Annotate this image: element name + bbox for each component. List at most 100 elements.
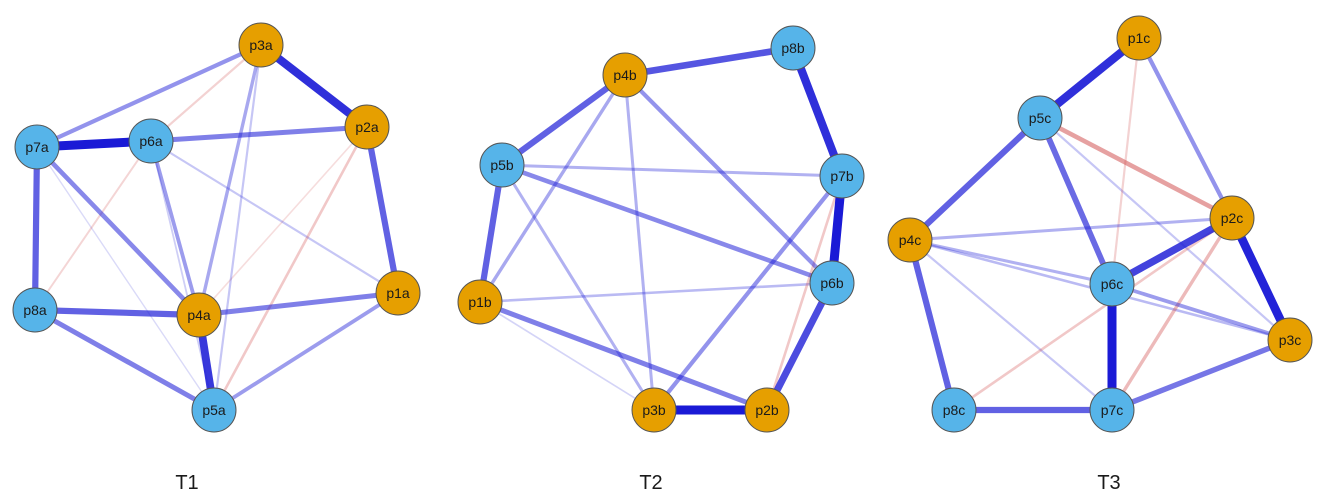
edge-p2a-p1a: [363, 123, 402, 297]
edge-p4b-p3b: [623, 73, 656, 412]
node-circle-p4a: [176, 292, 222, 338]
node-p1c: p1c: [1116, 15, 1162, 61]
node-circle-p7b: [819, 153, 865, 199]
node-p1b: p1b: [457, 279, 503, 325]
node-circle-p5c: [1017, 95, 1063, 141]
node-circle-p8a: [12, 287, 58, 333]
node-circle-p3a: [238, 22, 284, 68]
node-label-p2b: p2b: [755, 402, 779, 418]
node-p8b: p8b: [770, 25, 816, 71]
node-label-p7c: p7c: [1101, 402, 1124, 418]
node-label-p3b: p3b: [642, 402, 666, 418]
node-circle-p1b: [457, 279, 503, 325]
edge-p5c-p2c: [1037, 115, 1235, 221]
edge-p8a-p6a: [34, 140, 152, 311]
node-circle-p8c: [931, 387, 977, 433]
edge-p1b-p2b: [477, 299, 770, 413]
node-label-p8a: p8a: [23, 302, 47, 318]
panel-label-t2: T2: [639, 472, 662, 494]
edge-p4c-p7c: [908, 238, 1114, 412]
edge-p1b-p3b: [479, 301, 655, 411]
node-p3a: p3a: [238, 22, 284, 68]
node-p5b: p5b: [479, 142, 525, 188]
edge-p5c-p3c: [1038, 116, 1292, 342]
node-circle-p4c: [887, 217, 933, 263]
node-label-p6a: p6a: [139, 133, 163, 149]
node-p4c: p4c: [887, 217, 933, 263]
edge-p5a-p1a: [212, 291, 400, 412]
node-p4b: p4b: [602, 52, 648, 98]
node-p8a: p8a: [12, 287, 58, 333]
edge-p4c-p6c: [908, 238, 1114, 286]
edge-p4c-p2c: [908, 216, 1234, 242]
edge-p6a-p2a: [148, 124, 370, 144]
node-label-p7b: p7b: [830, 168, 854, 184]
node-label-p6c: p6c: [1101, 276, 1124, 292]
edge-p3a-p6a: [149, 43, 263, 143]
edge-p5b-p6b: [499, 162, 835, 286]
edge-p2c-p3c: [1227, 213, 1295, 345]
edge-p6c-p3c: [1110, 282, 1292, 342]
edge-p8c-p2c: [952, 216, 1234, 412]
node-label-p7a: p7a: [25, 139, 49, 155]
node-circle-p3b: [631, 387, 677, 433]
edge-p1b-p6b: [478, 281, 834, 304]
edge-p6a-p1a: [149, 139, 400, 295]
node-circle-p2b: [744, 387, 790, 433]
edge-p5c-p6c: [1037, 115, 1115, 287]
node-circle-p7c: [1089, 387, 1135, 433]
panel-label-t3: T3: [1097, 472, 1120, 494]
node-label-p6b: p6b: [820, 275, 844, 291]
node-circle-p2c: [1209, 195, 1255, 241]
node-p2b: p2b: [744, 387, 790, 433]
node-label-p5c: p5c: [1029, 110, 1052, 126]
node-label-p1c: p1c: [1128, 30, 1151, 46]
node-p7a: p7a: [14, 124, 60, 170]
edge-p7a-p8a: [31, 143, 41, 314]
edge-p6b-p2b: [763, 279, 836, 414]
node-label-p1a: p1a: [386, 285, 410, 301]
node-circle-p5b: [479, 142, 525, 188]
node-label-p8c: p8c: [943, 402, 966, 418]
edge-p5b-p1b: [476, 161, 506, 306]
edge-p2a-p5a: [212, 125, 369, 412]
node-p4a: p4a: [176, 292, 222, 338]
node-circle-p6a: [128, 118, 174, 164]
edge-p3a-p4a: [197, 43, 263, 317]
node-label-p2c: p2c: [1221, 210, 1244, 226]
node-p1a: p1a: [375, 270, 421, 316]
node-circle-p6c: [1089, 261, 1135, 307]
edge-p5b-p3b: [500, 163, 656, 412]
edge-p6a-p4a: [149, 139, 201, 317]
edge-p4b-p1b: [478, 73, 627, 304]
node-label-p3c: p3c: [1279, 332, 1302, 348]
node-circle-p8b: [770, 25, 816, 71]
node-p6a: p6a: [128, 118, 174, 164]
node-label-p3a: p3a: [249, 37, 273, 53]
node-p8c: p8c: [931, 387, 977, 433]
node-label-p5b: p5b: [490, 157, 514, 173]
edge-p4b-p5b: [498, 71, 629, 169]
edge-p4a-p2a: [198, 126, 368, 316]
node-label-p8b: p8b: [781, 40, 805, 56]
edge-p3a-p5a: [212, 43, 263, 412]
edge-p1c-p2c: [1136, 35, 1235, 221]
node-p7b: p7b: [819, 153, 865, 199]
edge-p4b-p8b: [621, 44, 797, 79]
edge-p2c-p7c: [1110, 216, 1234, 412]
node-circle-p4b: [602, 52, 648, 98]
edge-p5c-p4c: [906, 114, 1044, 244]
panel-label-t1: T1: [175, 472, 198, 494]
node-label-p5a: p5a: [202, 402, 226, 418]
node-circle-p1c: [1116, 15, 1162, 61]
edge-p4c-p8c: [906, 236, 958, 414]
panel-t2: p4b p8b p5b p7b p6b p1b p3b p2b T2: [457, 25, 865, 494]
node-circle-p6b: [809, 260, 855, 306]
edge-p4a-p1a: [196, 290, 401, 318]
node-p7c: p7c: [1089, 387, 1135, 433]
node-p3b: p3b: [631, 387, 677, 433]
edge-p7c-p3c: [1109, 337, 1293, 413]
node-circle-p1a: [375, 270, 421, 316]
